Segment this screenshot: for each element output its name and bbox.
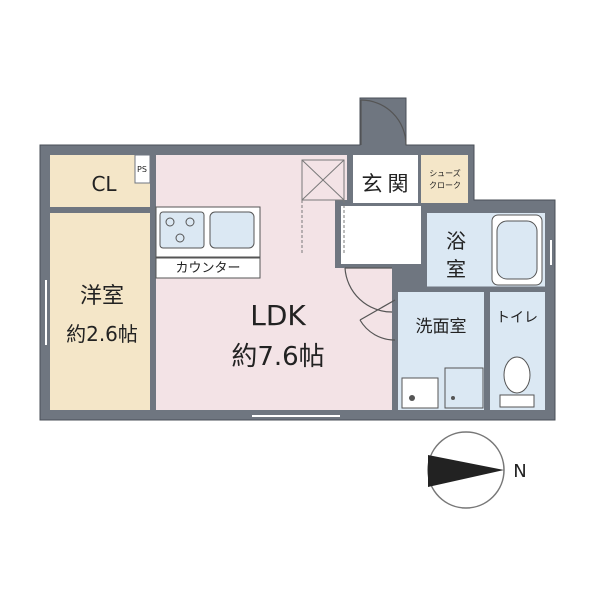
shoes-closet-area xyxy=(421,155,468,203)
western-room-area xyxy=(50,213,150,410)
partitions xyxy=(50,155,545,410)
washroom-door xyxy=(359,299,396,341)
western-room-label: 洋室 xyxy=(80,284,124,309)
counter-label: カウンター xyxy=(175,261,240,276)
entrance-label-1: 玄 xyxy=(362,172,383,196)
kitchen-counter xyxy=(155,206,261,279)
shoes-closet-label-1: シューズ xyxy=(429,168,461,178)
ps-label: PS xyxy=(137,165,147,174)
ldk-door xyxy=(344,267,393,313)
entrance-step xyxy=(341,206,421,264)
compass-north-label: N xyxy=(513,461,526,482)
bath-label-1: 浴 xyxy=(446,229,466,253)
bath-label-2: 室 xyxy=(446,257,466,281)
ldk-size: 約7.6帖 xyxy=(231,342,324,372)
closet-label: CL xyxy=(91,172,117,196)
washbasin xyxy=(401,377,439,409)
washroom-label: 洗面室 xyxy=(416,317,467,337)
compass: N xyxy=(427,431,527,509)
toilet xyxy=(499,356,535,408)
compass-needle-icon xyxy=(428,455,504,487)
toilet-label: トイレ xyxy=(496,310,538,326)
western-room-size: 約2.6帖 xyxy=(66,322,138,346)
windows xyxy=(45,240,552,417)
hatch-box xyxy=(301,159,345,255)
closet-area xyxy=(50,155,150,207)
ldk-label: LDK xyxy=(250,299,306,332)
entrance-label-2: 関 xyxy=(388,172,409,196)
ps-box xyxy=(134,154,151,184)
entrance-area xyxy=(353,155,418,203)
entrance-door xyxy=(360,99,407,146)
bathtub xyxy=(491,214,543,286)
washer-pan xyxy=(444,367,484,409)
shoes-closet-label-2: クローク xyxy=(429,181,461,190)
